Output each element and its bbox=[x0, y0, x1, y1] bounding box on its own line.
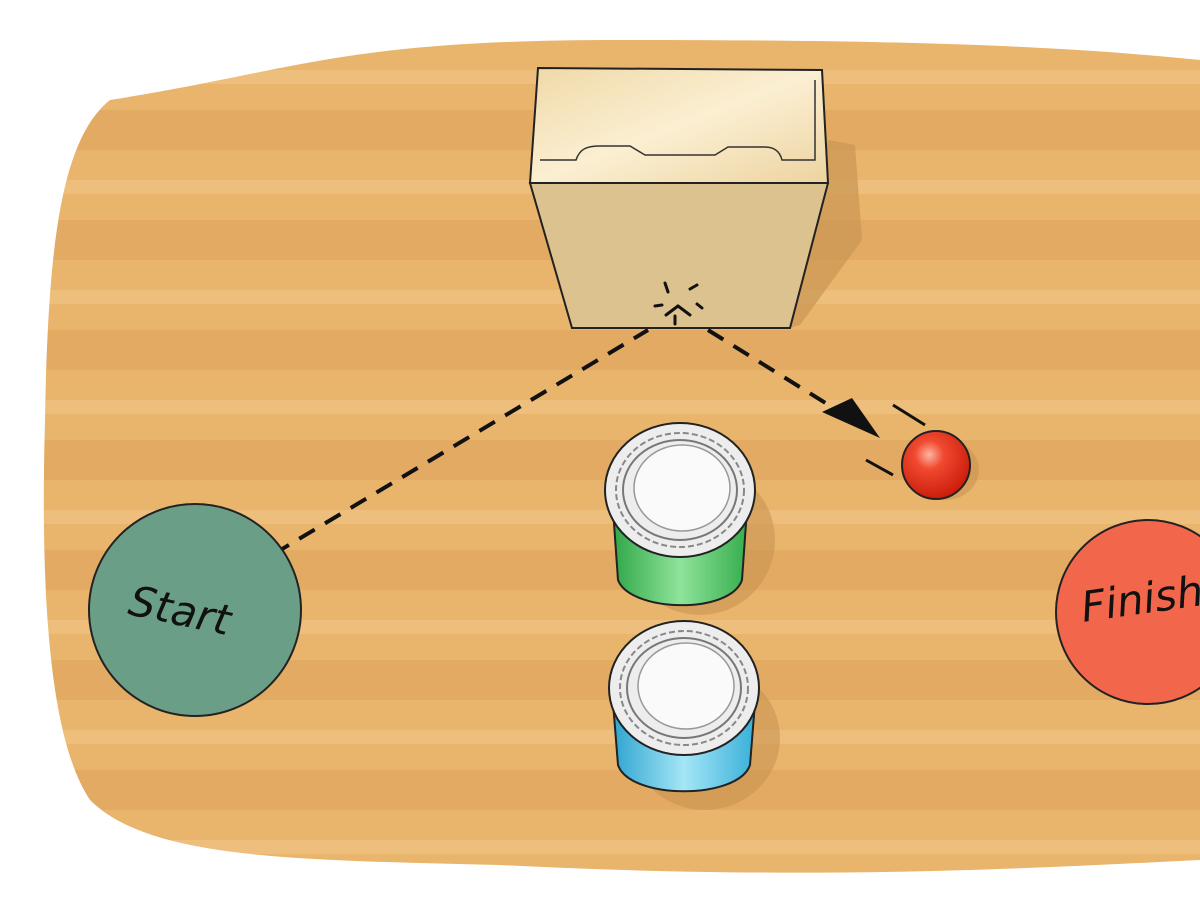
green-can bbox=[604, 422, 775, 615]
box-shadow bbox=[790, 140, 862, 328]
finish-marker: Finish bbox=[1055, 519, 1200, 705]
ball-path bbox=[220, 328, 926, 587]
start-marker: Start bbox=[88, 503, 302, 717]
impact-mark-icon bbox=[653, 281, 704, 326]
blue-can bbox=[608, 620, 780, 810]
cardboard-box bbox=[528, 66, 830, 329]
arrow-head-icon bbox=[822, 398, 880, 438]
red-ball bbox=[901, 430, 971, 500]
